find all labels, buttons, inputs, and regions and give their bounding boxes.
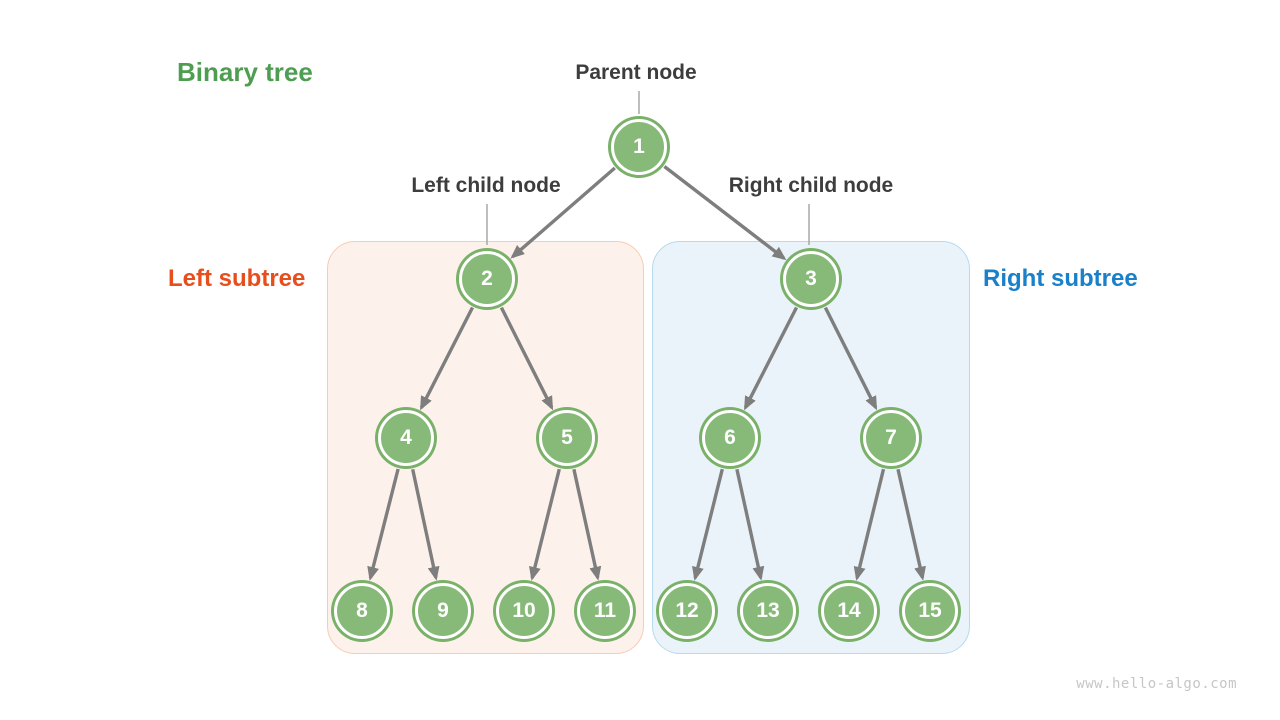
tree-node-12: 12 (659, 583, 715, 639)
tree-node-6: 6 (702, 410, 758, 466)
tree-node-5: 5 (539, 410, 595, 466)
tree-node-14: 14 (821, 583, 877, 639)
right-child-node-label: Right child node (728, 174, 894, 197)
watermark: www.hello-algo.com (1076, 676, 1237, 692)
tree-node-1: 1 (611, 119, 667, 175)
tree-node-10: 10 (496, 583, 552, 639)
tree-node-8: 8 (334, 583, 390, 639)
tree-node-13: 13 (740, 583, 796, 639)
right-subtree-label: Right subtree (983, 265, 1138, 292)
tree-node-15: 15 (902, 583, 958, 639)
parent-node-label: Parent node (575, 61, 697, 84)
left-subtree-label: Left subtree (168, 265, 306, 292)
tree-node-11: 11 (577, 583, 633, 639)
tree-node-2: 2 (459, 251, 515, 307)
diagram-title: Binary tree (177, 57, 313, 87)
tree-node-4: 4 (378, 410, 434, 466)
left-child-node-label: Left child node (411, 174, 561, 197)
tree-node-3: 3 (783, 251, 839, 307)
tree-node-7: 7 (863, 410, 919, 466)
tree-node-9: 9 (415, 583, 471, 639)
